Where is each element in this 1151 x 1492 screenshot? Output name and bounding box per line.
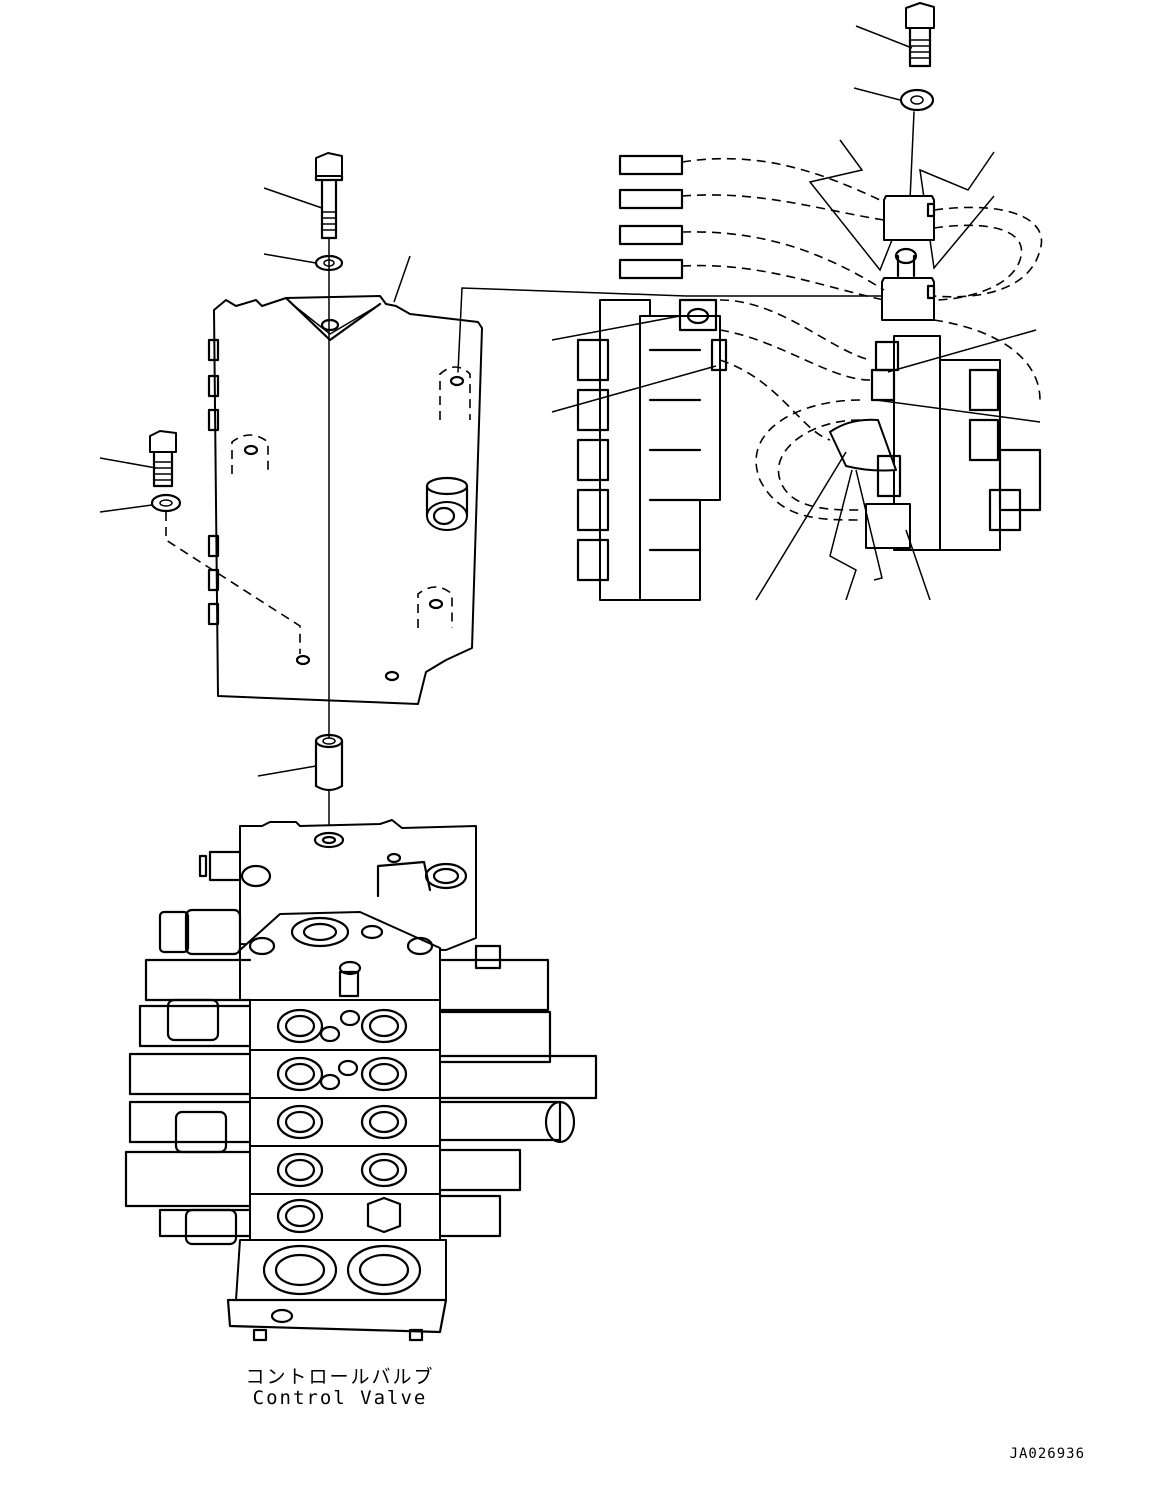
leader-spacer-collar: [257, 765, 317, 777]
solenoid-block-upper: [881, 195, 936, 321]
cover-plate: [207, 295, 483, 705]
leader-valve-bolt: [551, 315, 681, 341]
cover-bolt: [314, 152, 344, 240]
side-bolt: [149, 430, 177, 488]
side-washer: [150, 493, 182, 513]
leader-right-connector-b: [875, 399, 1041, 423]
side-bolt-centerline: [165, 512, 301, 654]
drawing-id: JA026936: [1009, 1446, 1085, 1462]
top-right-bolt: [905, 2, 935, 68]
spacer-collar: [314, 733, 344, 792]
leader-cover-bolt: [263, 187, 323, 209]
leader-cover-washer: [263, 253, 317, 264]
leader-top-right-washer: [853, 87, 901, 101]
leader-side-bolt: [99, 457, 157, 469]
leader-right-connector-a: [887, 329, 1037, 373]
leader-connector-left: [808, 139, 893, 272]
caption-english: Control Valve: [252, 1387, 428, 1409]
solenoid-valve-bank: [576, 298, 728, 601]
top-right-washer: [899, 88, 935, 112]
solenoid-valve-bank-right: [829, 335, 1042, 551]
leader-lower-block: [905, 529, 931, 601]
caption-japanese: コントロールバルブ: [245, 1366, 435, 1388]
cover-to-valve-line: [457, 287, 883, 373]
leader-lower-hose: [755, 451, 847, 601]
leader-valve-connector: [551, 365, 717, 413]
leader-cover-plate: [393, 255, 411, 303]
leader-side-washer: [99, 504, 153, 513]
wiring-harness: [618, 154, 1043, 521]
leader-lower-callout: [829, 469, 883, 601]
leader-connector-right: [919, 151, 995, 270]
control-valve: [124, 819, 598, 1342]
leader-top-right-bolt: [855, 25, 913, 49]
